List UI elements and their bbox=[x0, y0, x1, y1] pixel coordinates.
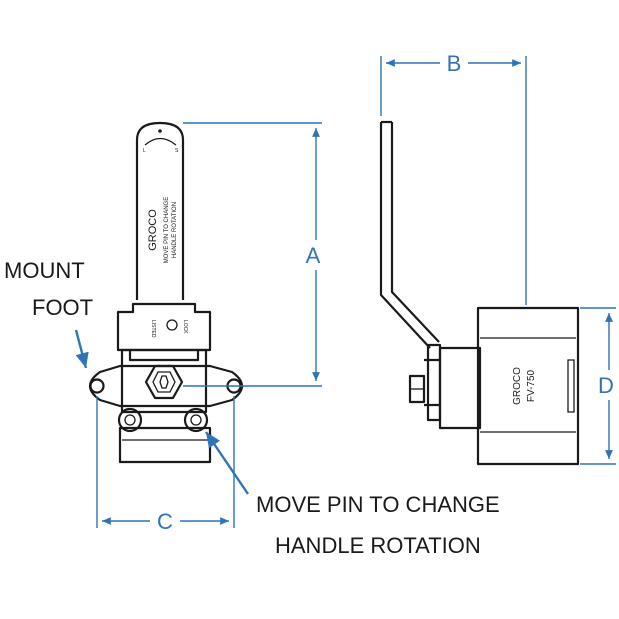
mount-foot-label-line1: MOUNT bbox=[4, 258, 85, 283]
svg-text:LISTED: LISTED bbox=[150, 320, 156, 338]
move-pin-label-line1: MOVE PIN TO CHANGE bbox=[256, 492, 500, 517]
handle-brand-label: GROCO bbox=[147, 209, 159, 251]
handle-instruction-line1: MOVE PIN TO CHANGE bbox=[164, 197, 170, 263]
dimension-d-label: D bbox=[598, 373, 614, 398]
side-view-valve bbox=[379, 120, 580, 466]
svg-text:LOCK: LOCK bbox=[182, 320, 188, 334]
dimension-c bbox=[96, 396, 235, 528]
mount-foot-label-line2: FOOT bbox=[32, 295, 93, 320]
move-pin-label-line2: HANDLE ROTATION bbox=[275, 533, 481, 558]
mount-foot-leader bbox=[74, 329, 89, 369]
dimension-d bbox=[580, 307, 616, 465]
valve-model-label: FV-750 bbox=[526, 369, 537, 402]
dimension-a bbox=[183, 122, 322, 387]
move-pin-leader bbox=[205, 431, 249, 495]
front-view-valve: L S LISTED LOCK bbox=[88, 121, 244, 464]
valve-brand-label: GROCO bbox=[512, 367, 523, 405]
front-handle: L S bbox=[135, 121, 185, 300]
svg-text:L: L bbox=[143, 148, 146, 154]
handle-instruction-line2: HANDLE ROTATION bbox=[172, 202, 178, 258]
dimension-b bbox=[380, 56, 527, 305]
svg-text:S: S bbox=[175, 148, 179, 154]
dimension-a-label: A bbox=[306, 243, 321, 268]
dimension-b-label: B bbox=[447, 51, 462, 76]
dimension-c-label: C bbox=[157, 509, 173, 534]
